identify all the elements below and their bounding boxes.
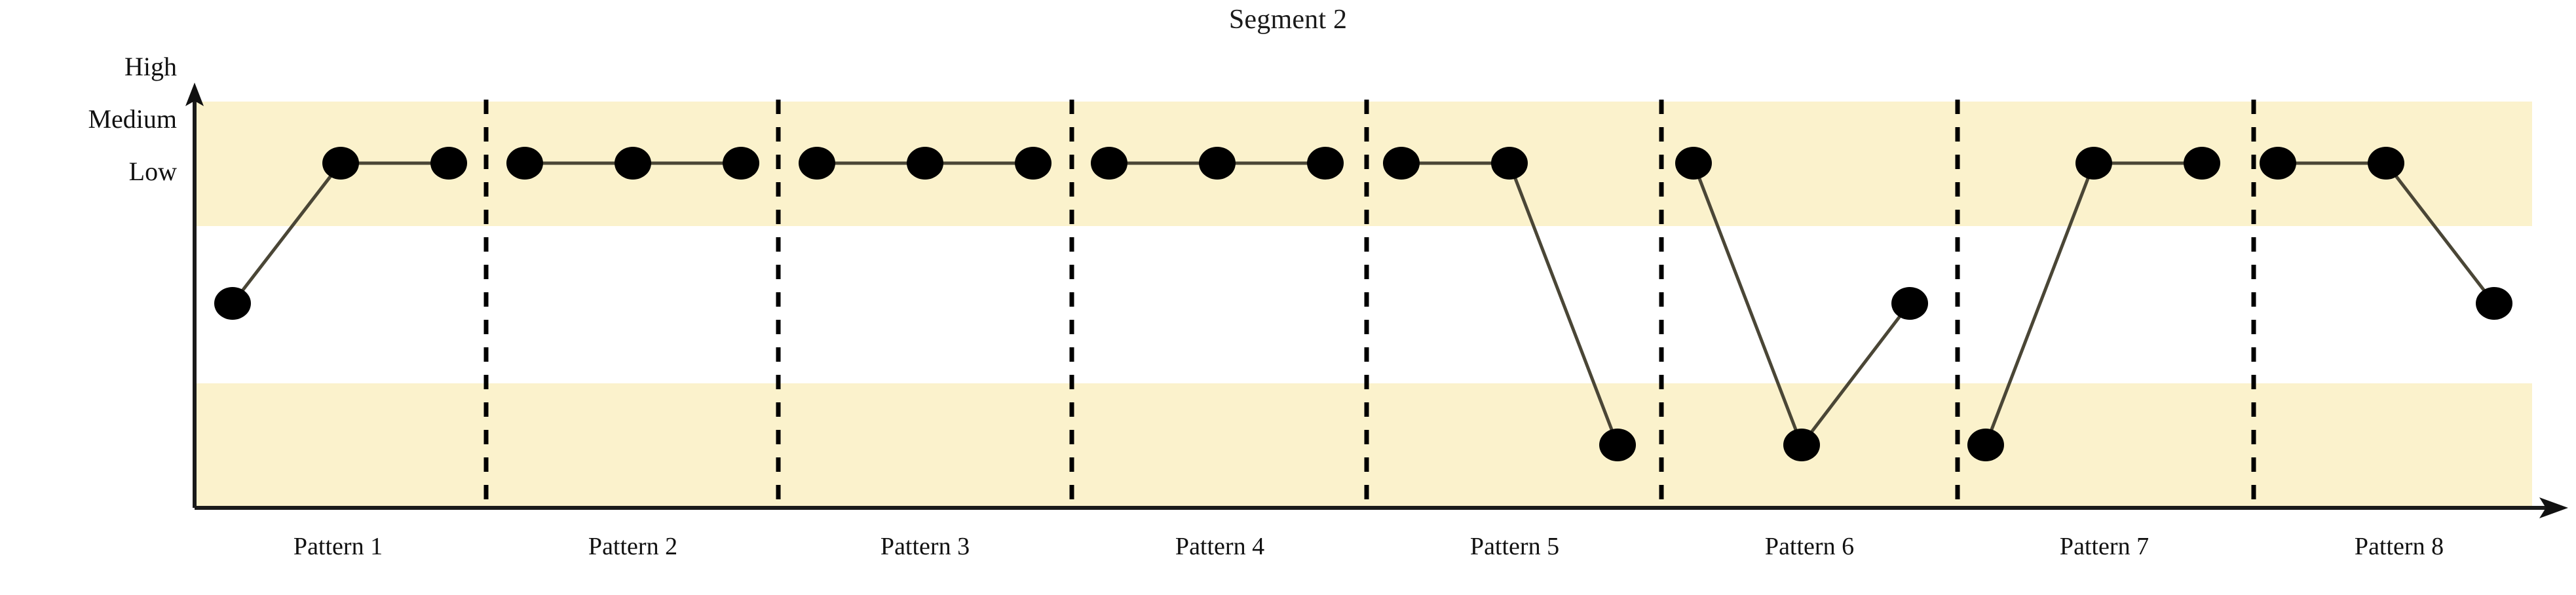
data-point-marker[interactable]	[322, 147, 359, 180]
y-axis-arrowhead	[185, 83, 204, 106]
series-line-segment	[1692, 163, 1804, 446]
series-line-segment	[2385, 162, 2495, 305]
data-point-marker[interactable]	[1675, 147, 1712, 180]
series-line-segment	[1800, 302, 1912, 446]
series-markers	[214, 147, 2513, 461]
data-point-marker[interactable]	[723, 147, 760, 180]
data-point-marker[interactable]	[1307, 147, 1344, 180]
data-point-marker[interactable]	[1015, 147, 1052, 180]
series-line-segment	[1984, 163, 2096, 446]
y-tick-label-low: Low	[128, 157, 177, 186]
data-point-marker[interactable]	[1491, 147, 1528, 180]
x-tick-label-pattern-2: Pattern 2	[588, 533, 678, 560]
data-point-marker[interactable]	[506, 147, 543, 180]
series-line-segment	[1507, 163, 1619, 446]
data-point-marker[interactable]	[1199, 147, 1236, 180]
data-point-marker[interactable]	[1967, 429, 2004, 461]
x-tick-label-pattern-3: Pattern 3	[880, 533, 970, 560]
band-low	[195, 383, 2532, 508]
data-point-marker[interactable]	[1090, 147, 1127, 180]
x-tick-label-pattern-4: Pattern 4	[1175, 533, 1265, 560]
data-point-marker[interactable]	[907, 147, 943, 180]
data-point-marker[interactable]	[430, 147, 468, 180]
data-point-marker[interactable]	[2259, 147, 2296, 180]
data-point-marker[interactable]	[1891, 287, 1929, 320]
y-tick-label-high: High	[124, 52, 177, 81]
data-point-marker[interactable]	[1783, 429, 1820, 461]
x-tick-label-pattern-5: Pattern 5	[1469, 533, 1560, 560]
segment-separators	[483, 100, 2256, 506]
x-tick-label-pattern-1: Pattern 1	[293, 533, 383, 560]
x-tick-label-pattern-8: Pattern 8	[2354, 533, 2444, 560]
data-point-marker[interactable]	[214, 287, 251, 320]
data-point-marker[interactable]	[798, 147, 835, 180]
data-point-marker[interactable]	[2368, 147, 2404, 180]
data-point-marker[interactable]	[2075, 147, 2112, 180]
x-tick-label-pattern-7: Pattern 7	[2059, 533, 2150, 560]
series-line-segment	[231, 162, 342, 305]
x-axis-arrowhead	[2539, 497, 2568, 518]
chart-title: Segment 2	[1228, 5, 1348, 35]
data-point-marker[interactable]	[1599, 429, 1637, 461]
data-point-marker[interactable]	[1382, 147, 1420, 180]
y-tick-label-medium: Medium	[88, 104, 177, 134]
data-point-marker[interactable]	[615, 147, 651, 180]
data-point-marker[interactable]	[2476, 287, 2513, 320]
x-tick-label-pattern-6: Pattern 6	[1764, 533, 1855, 560]
data-point-marker[interactable]	[2184, 147, 2221, 180]
